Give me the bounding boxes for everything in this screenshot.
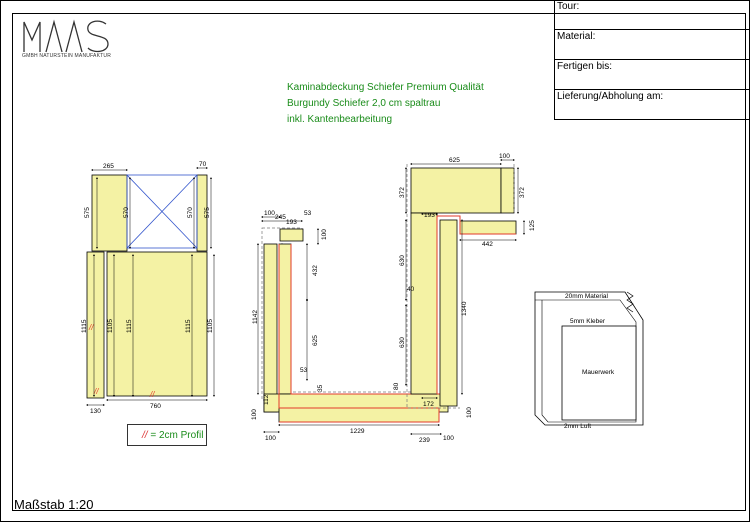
dim-1340: 1340: [461, 301, 468, 316]
dim-40: 40: [407, 286, 415, 293]
dim-172: 172: [423, 401, 434, 408]
label-wall: Mauerwerk: [582, 369, 615, 376]
dim-1105-b: 1105: [207, 319, 214, 333]
legend-marker: //: [142, 430, 148, 441]
dim-193: 193: [424, 212, 435, 219]
right-col-left: [410, 212, 438, 395]
dim-1142: 1142: [252, 310, 259, 324]
scale-label: Maßstab 1:20: [14, 497, 94, 512]
section-detail: 20mm Material 5mm Kleber Mauerwerk 2mm L…: [534, 291, 644, 430]
dim-1115-b: 1115: [126, 319, 133, 333]
panel-left-strip: [86, 251, 105, 399]
dim-245: 245: [275, 214, 286, 221]
dim-125: 125: [529, 220, 536, 231]
legend-text: = 2cm Profil: [150, 430, 204, 441]
title-block: Tour: Material: Fertigen bis: Lieferung/…: [554, 0, 750, 120]
dim-130: 130: [90, 408, 101, 415]
profile-mark: //: [93, 387, 99, 396]
description-line-2: Burgundy Schiefer 2,0 cm spaltrau: [287, 98, 441, 109]
dim-570-right: 570: [187, 207, 194, 218]
dim-70: 70: [199, 161, 207, 168]
dim-1115-c: 1115: [185, 319, 192, 333]
right-profile-line: [436, 215, 516, 394]
dim-100-side: 100: [321, 229, 328, 240]
right-top-block: [410, 167, 502, 214]
right-arm: [459, 220, 517, 235]
dim-239: 239: [419, 437, 430, 444]
right-top-side: [500, 167, 515, 214]
dim-1229: 1229: [350, 428, 365, 435]
stone-inner: [535, 299, 637, 423]
label-glue: 5mm Kleber: [570, 318, 606, 325]
profile-mark: //: [149, 390, 155, 399]
dim-193: 193: [286, 219, 297, 226]
dim-53-b: 53: [300, 367, 308, 374]
profile-mark: //: [88, 323, 94, 332]
masonry: [561, 325, 637, 421]
dim-100-bottom: 100: [443, 435, 454, 442]
dim-442: 442: [482, 241, 493, 248]
dim-35: 35: [317, 384, 324, 392]
lieferung-row[interactable]: Lieferung/Abholung am:: [557, 91, 664, 102]
dim-625: 625: [312, 335, 319, 346]
mid-top-cap: [279, 228, 304, 242]
dim-100-top: 100: [264, 210, 275, 217]
inner-frame: [12, 13, 746, 511]
dim-100-top: 100: [499, 153, 510, 160]
dim-760: 760: [150, 403, 161, 410]
label-air: 2mm Luft: [564, 423, 591, 430]
dim-575-right: 575: [204, 207, 211, 218]
mid-left-leg-outer: [263, 243, 278, 413]
dim-112: 112: [263, 394, 270, 405]
tour-row[interactable]: Tour:: [555, 0, 750, 30]
break-symbol: [626, 291, 634, 313]
dim-80: 80: [393, 382, 400, 390]
dim-100-bottom: 100: [265, 435, 276, 442]
company-logo: [23, 19, 109, 53]
material-row[interactable]: Material:: [555, 30, 750, 60]
dim-575-left: 575: [84, 207, 91, 218]
profile-legend: // = 2cm Profil: [127, 424, 207, 446]
dim-625: 625: [449, 157, 460, 164]
cross-line-2: [126, 174, 198, 249]
dim-372-left: 372: [399, 187, 406, 198]
right-outline-dashed: [406, 164, 515, 409]
fertigen-row[interactable]: Fertigen bis:: [555, 60, 750, 90]
description-line-3: inkl. Kantenbearbeitung: [287, 114, 393, 125]
mid-profile-line-2: [290, 244, 448, 395]
right-col-right: [439, 219, 458, 407]
opening-cross-box: [126, 174, 198, 249]
middle-view: 245 100 193 53 100 432 1142 625 53 35 11…: [251, 210, 449, 442]
dim-100-side: 100: [466, 407, 473, 418]
dim-432: 432: [312, 265, 319, 276]
dim-1115-a: 1115: [81, 319, 88, 333]
dim-630-top: 630: [399, 255, 406, 266]
panel-main: [106, 251, 208, 397]
dim-1105-a: 1105: [107, 319, 114, 333]
mid-bottom-inner: [278, 407, 440, 423]
right-view: 625 100 372 372 193 125 442 630 40 1340 …: [393, 153, 536, 444]
logo-subtitle: GMBH NATURSTEIN MANUFAKTUR: [22, 53, 111, 59]
left-view: // // // 265 70 575: [81, 161, 215, 415]
label-material: 20mm Material: [565, 293, 609, 300]
description: Kaminabdeckung Schiefer Premium Qualität…: [287, 80, 484, 128]
dim-630-bottom: 630: [399, 337, 406, 348]
description-line-1: Kaminabdeckung Schiefer Premium Qualität: [287, 82, 484, 93]
mid-left-leg-inner: [278, 243, 292, 395]
dim-570-left: 570: [123, 207, 130, 218]
dim-372-right: 372: [519, 187, 526, 198]
dim-265: 265: [103, 163, 114, 170]
dim-100-left: 100: [251, 409, 258, 420]
dim-53: 53: [304, 210, 312, 217]
